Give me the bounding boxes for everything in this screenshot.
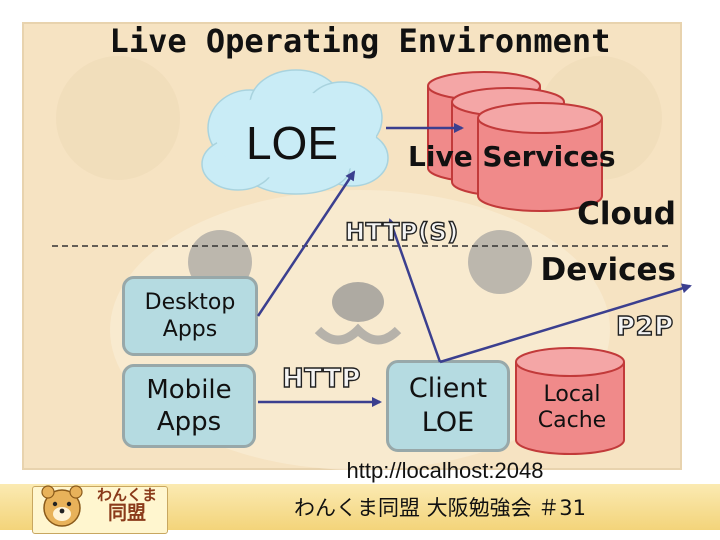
logo-line-1: わんくま bbox=[96, 486, 157, 504]
desktop-to-loe-arrow bbox=[256, 170, 356, 317]
logo-text: わんくま 同盟 bbox=[92, 486, 162, 524]
local-cache-label: Local Cache bbox=[537, 382, 607, 434]
p2p-protocol-label: P2P bbox=[615, 311, 674, 342]
logo-line-2: 同盟 bbox=[107, 501, 146, 524]
http-protocol-label: HTTP bbox=[281, 363, 361, 394]
https-protocol-label: HTTP(S) bbox=[344, 217, 459, 246]
devices-zone-label: Devices bbox=[540, 252, 676, 288]
localhost-url: http://localhost:2048 bbox=[346, 458, 544, 483]
cloud-zone-label: Cloud bbox=[577, 196, 676, 232]
footer-event-text: わんくま同盟 大阪勉強会 ＃31 bbox=[293, 496, 587, 520]
client-loe-box: Client LOE bbox=[386, 360, 510, 452]
client-p2p-arrow bbox=[439, 283, 692, 364]
live-services-label: Live Services bbox=[408, 140, 616, 173]
loe-node-label: LOE bbox=[245, 117, 339, 169]
diagram-title: Live Operating Environment bbox=[109, 22, 611, 60]
desktop-apps-box: Desktop Apps bbox=[122, 276, 258, 356]
mobile-apps-box: Mobile Apps bbox=[122, 364, 256, 448]
client-to-cloud-line bbox=[387, 218, 442, 363]
